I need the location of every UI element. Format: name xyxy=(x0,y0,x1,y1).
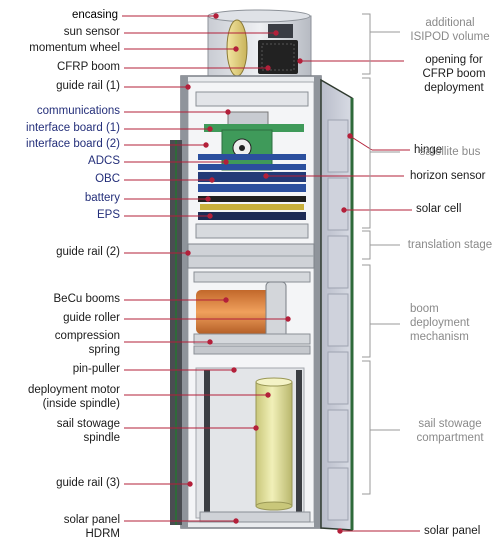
label-inside-spindle: (inside spindle) xyxy=(42,398,120,410)
label-hinge: hinge xyxy=(414,144,443,156)
label-guide-rail-3: guide rail (3) xyxy=(56,477,120,489)
label-horizon-sensor: horizon sensor xyxy=(410,170,486,182)
label-obc: OBC xyxy=(95,173,120,185)
translation-stage xyxy=(187,243,315,269)
label-section-boom-2: deployment xyxy=(410,317,470,329)
label-solar-cell: solar cell xyxy=(416,203,462,215)
label-guide-roller: guide roller xyxy=(63,312,120,324)
label-section-sail-2: compartment xyxy=(416,432,484,444)
label-interface-board-1: interface board (1) xyxy=(26,122,120,134)
label-adcs: ADCS xyxy=(88,155,120,167)
label-guide-rail-1: guide rail (1) xyxy=(56,80,120,92)
boom-deployment-mechanism xyxy=(193,271,311,355)
section-brackets xyxy=(362,13,400,495)
label-section-isipod-1: additional xyxy=(425,17,475,29)
label-sail-stowage: sail stowage xyxy=(56,418,120,430)
label-section-isipod-2: ISIPOD volume xyxy=(410,31,490,43)
label-deployment-motor: deployment motor xyxy=(27,384,120,396)
label-sun-sensor: sun sensor xyxy=(63,26,120,38)
solar-panel-left xyxy=(170,140,182,525)
label-cfrp-boom: CFRP boom xyxy=(56,61,120,73)
leader-lines xyxy=(122,13,420,534)
label-interface-board-2: interface board (2) xyxy=(26,138,120,150)
label-opening-3: deployment xyxy=(424,82,484,94)
label-guide-rail-2: guide rail (2) xyxy=(56,246,120,258)
label-section-translation: translation stage xyxy=(407,239,493,251)
label-battery: battery xyxy=(84,192,120,204)
label-section-bus: satellite bus xyxy=(419,146,481,158)
label-solar-panel-hdrm-2: HDRM xyxy=(85,528,121,540)
label-becu-booms: BeCu booms xyxy=(53,293,120,305)
label-compression: compression xyxy=(54,330,120,342)
label-encasing: encasing xyxy=(71,9,118,21)
sun-sensor xyxy=(268,24,293,38)
label-solar-panel: solar panel xyxy=(424,525,481,537)
label-section-sail-1: sail stowage xyxy=(418,418,482,430)
label-section-boom-1: boom xyxy=(410,303,439,315)
label-opening-1: opening for xyxy=(425,54,483,66)
solar-panel-right xyxy=(320,78,354,531)
label-communications: communications xyxy=(36,105,120,117)
sail-stowage-compartment xyxy=(195,367,311,523)
cfrp-boom-spool xyxy=(258,40,298,74)
label-momentum-wheel: momentum wheel xyxy=(29,42,120,54)
label-spindle: spindle xyxy=(83,432,120,444)
label-opening-2: CFRP boom xyxy=(422,68,486,80)
label-solar-panel-hdrm-1: solar panel xyxy=(63,514,120,526)
satellite-bus-stack xyxy=(195,91,309,239)
label-section-boom-3: mechanism xyxy=(410,331,469,343)
label-pin-puller: pin-puller xyxy=(72,363,120,375)
label-eps: EPS xyxy=(96,209,120,221)
label-spring: spring xyxy=(88,344,120,356)
